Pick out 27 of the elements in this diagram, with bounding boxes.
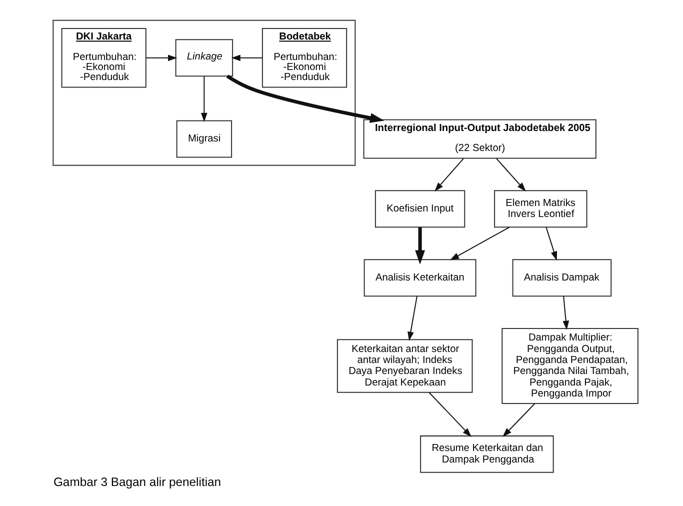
caption: Gambar 3 Bagan alir penelitian xyxy=(53,475,222,490)
node-box: Migrasi xyxy=(176,120,232,158)
arrow xyxy=(415,228,426,264)
arrow xyxy=(226,74,384,123)
node-box: Elemen Matriks Invers Leontief xyxy=(494,190,588,228)
node-box: Analisis Keterkaitan xyxy=(364,259,476,297)
node-box: Dampak Multiplier: Pengganda Output, Pengganda Pendapatan, Pengganda Nilai Tambah, Pengganda Pajak, Pengganda Impor xyxy=(502,328,638,404)
node-box: Interregional Input-Output Jabodetabek 2005 (22 Sektor) xyxy=(363,119,596,159)
arrow xyxy=(428,392,472,437)
arrow xyxy=(408,296,418,341)
cluster xyxy=(52,20,356,166)
node-box: Linkage xyxy=(175,39,234,77)
arrow xyxy=(562,296,570,330)
arrow xyxy=(502,403,536,437)
arrow xyxy=(146,54,178,62)
arrow xyxy=(231,54,262,62)
node-box: Koefisien Input xyxy=(374,190,466,228)
arrow xyxy=(200,76,208,122)
node-box: Analisis Dampak xyxy=(512,259,612,297)
node-box: Bodetabek Pertumbuhan: -Ekonomi -Penduduk xyxy=(262,28,348,88)
node-box: Resume Keterkaitan dan Dampak Pengganda xyxy=(420,435,554,473)
arrow xyxy=(450,226,510,260)
arrow xyxy=(434,158,464,192)
arrow xyxy=(546,227,558,261)
node-box: DKI Jakarta Pertumbuhan: -Ekonomi -Penduduk xyxy=(61,28,146,88)
arrow xyxy=(496,158,526,192)
node-box: Keterkaitan antar sektor antar wilayah; Indeks Daya Penyebaran Indeks Derajat Kepekaan xyxy=(336,339,473,393)
